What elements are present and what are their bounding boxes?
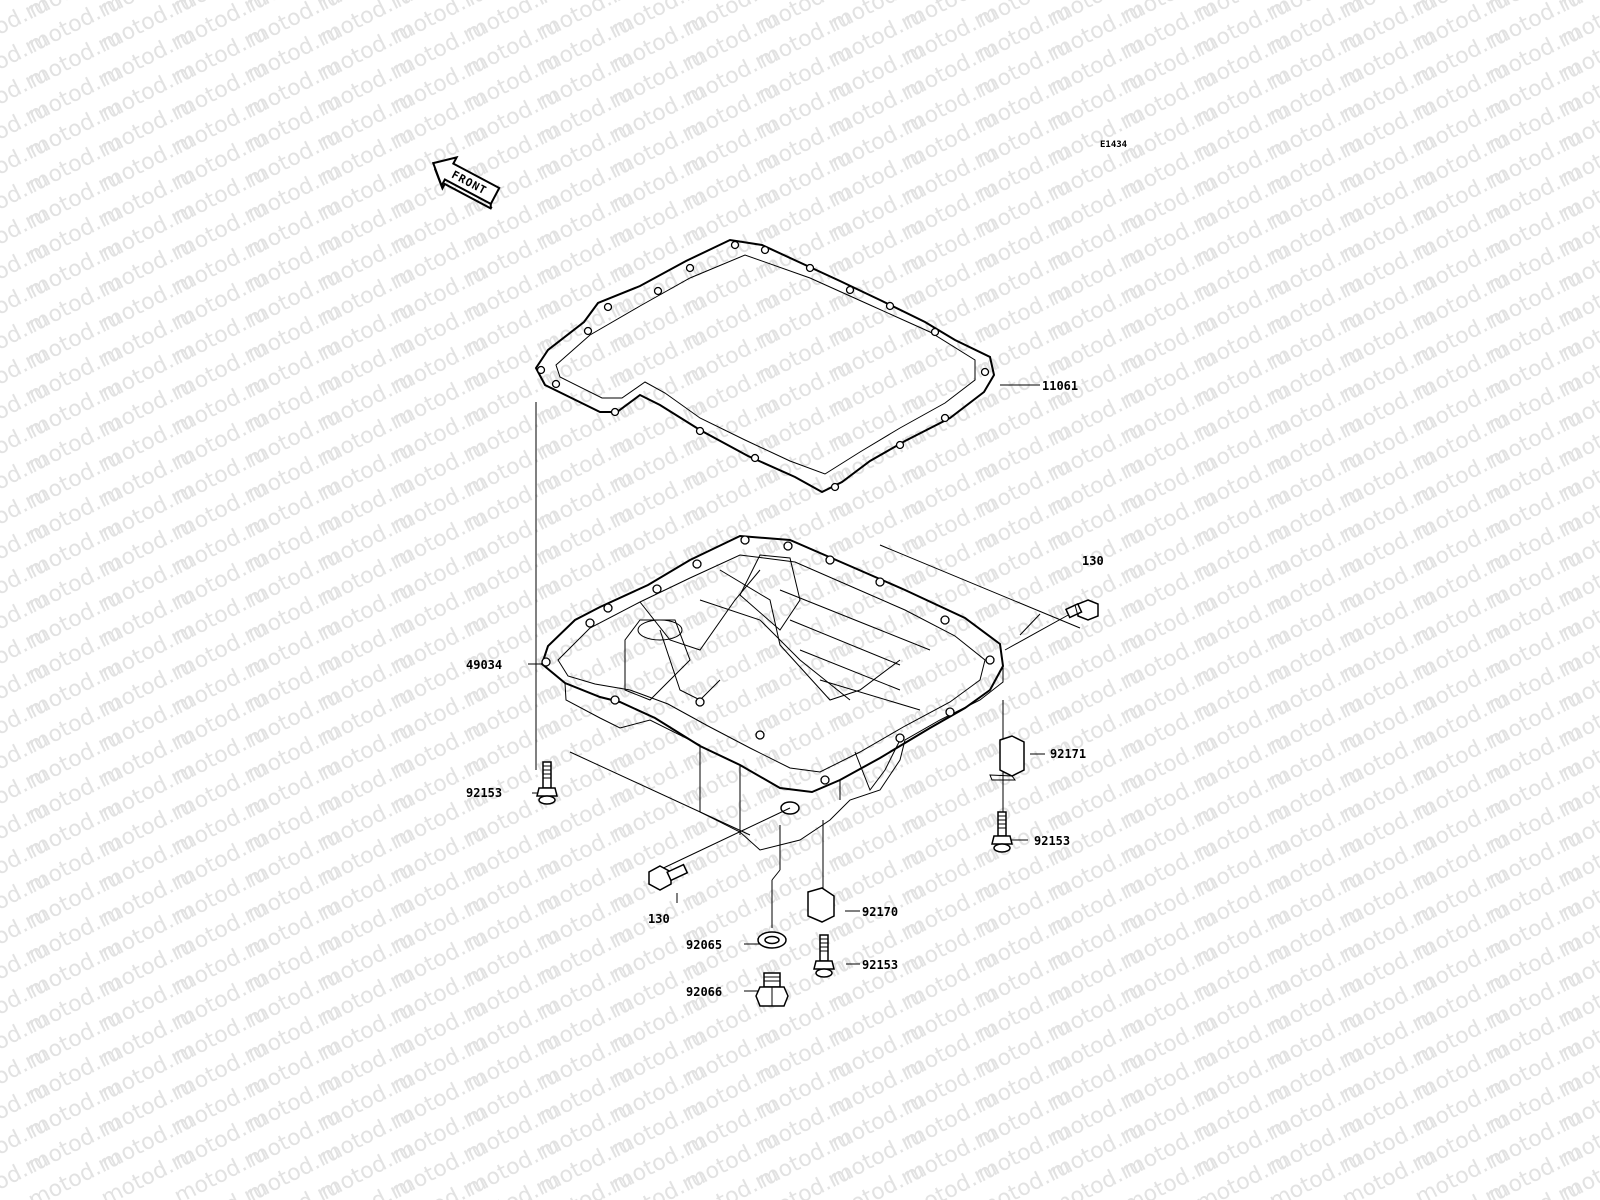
washer-92065-icon (757, 931, 787, 949)
part-label-oil-pan[interactable]: 49034 (466, 658, 502, 672)
part-label-bolt-left-pan[interactable]: 92153 (466, 786, 502, 800)
part-label-drain-plug[interactable]: 92066 (686, 985, 722, 999)
part-label-clamp-center[interactable]: 92170 (862, 905, 898, 919)
diagram-code: E1434 (1100, 140, 1128, 150)
part-label-bolt-left[interactable]: 130 (648, 912, 670, 926)
part-label-bolt-right-top[interactable]: 130 (1082, 554, 1104, 568)
part-label-bolt-center[interactable]: 92153 (862, 958, 898, 972)
part-label-washer[interactable]: 92065 (686, 938, 722, 952)
part-label-gasket[interactable]: 11061 (1042, 379, 1078, 393)
clamp-92170-icon (807, 887, 835, 923)
part-label-clamp-right[interactable]: 92171 (1050, 747, 1086, 761)
part-label-bolt-right-pan[interactable]: 92153 (1034, 834, 1070, 848)
